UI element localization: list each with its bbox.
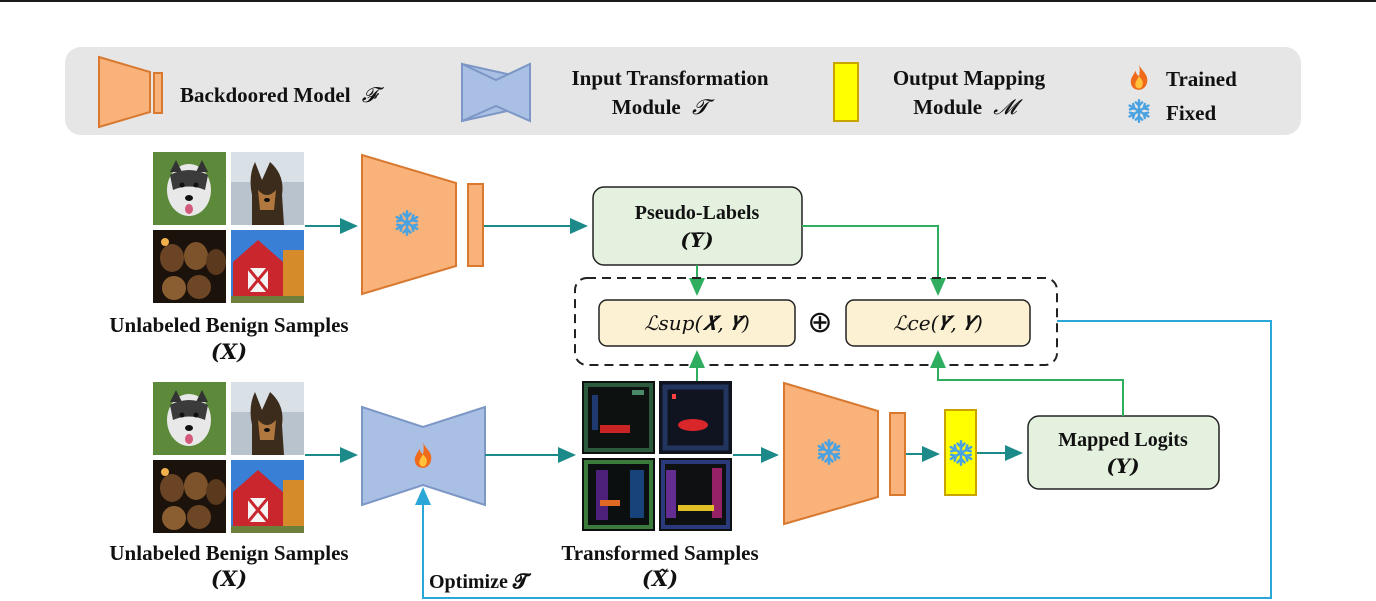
pseudo-labels-symbol: (𝒀̄) xyxy=(680,228,713,252)
output-mapping-module xyxy=(944,409,977,496)
transformed-image-3 xyxy=(582,458,655,531)
loss-group: ℒsup(𝑿̃, 𝒀̄) ⊕ ℒce(𝒀̄, 𝒀) xyxy=(574,277,1058,366)
arrow-optimize-feedback xyxy=(415,320,1272,599)
legend-fixed-label: Fixed xyxy=(1166,101,1216,125)
mapped-logits-symbol: (𝒀) xyxy=(1106,454,1139,478)
plus-operator: ⊕ xyxy=(807,305,832,340)
legend-output-mapping-line1: Output Mapping xyxy=(893,66,1046,90)
top-sample-grid xyxy=(153,152,304,303)
transformed-sample-grid xyxy=(582,381,732,531)
backdoored-model-top xyxy=(361,153,484,296)
mapped-logits-box: Mapped Logits (𝒀) xyxy=(1027,415,1220,490)
transformed-image-1 xyxy=(582,381,655,454)
arrow-pseudo-to-ce-loss xyxy=(802,225,946,296)
mapped-logits-title: Mapped Logits xyxy=(1058,429,1188,451)
ce-loss-label: ℒce(𝒀̄, 𝒀) xyxy=(893,311,983,335)
legend-backdoored-model-icon xyxy=(98,55,163,129)
legend-input-transform-line1: Input Transformation xyxy=(571,66,768,90)
sample-image-husky xyxy=(153,152,226,225)
input-transformation-module xyxy=(361,405,486,507)
pseudo-labels-box: Pseudo-Labels (𝒀̄) xyxy=(592,186,803,266)
transformed-image-2 xyxy=(659,381,732,454)
ce-loss-box xyxy=(845,299,1031,347)
arrow-logits-to-ce-loss xyxy=(930,350,1124,416)
transformed-samples-symbol: (𝑿̃) xyxy=(642,566,678,591)
transformed-samples-label: Transformed Samples xyxy=(561,541,758,565)
backdoored-model-bottom xyxy=(783,381,906,526)
sample-image-husky xyxy=(153,382,226,455)
top-samples-symbol: (𝑿) xyxy=(211,339,247,364)
top-rule xyxy=(0,0,1376,2)
bottom-sample-grid xyxy=(153,382,304,533)
svg-text:Optimize 𝓣: Optimize 𝓣 xyxy=(429,571,532,593)
legend-output-mapping-line2: Module xyxy=(913,95,982,119)
sup-loss-box xyxy=(598,299,796,347)
legend-output-mapping-icon xyxy=(833,62,859,122)
pseudo-labels-title: Pseudo-Labels xyxy=(635,202,760,224)
svg-text:Module 𝓜: Module 𝓜 xyxy=(913,95,1023,119)
sup-loss-label: ℒsup(𝑿̃, 𝒀̄) xyxy=(644,311,750,335)
sample-image-shepherd xyxy=(231,382,304,455)
bottom-samples-label: Unlabeled Benign Samples xyxy=(109,541,348,565)
sample-image-barrels xyxy=(153,460,226,533)
transformed-image-4 xyxy=(659,458,732,531)
top-samples-label: Unlabeled Benign Samples xyxy=(109,313,348,337)
legend-backdoored-model-label: Backdoored Model xyxy=(180,83,351,107)
sample-image-barn xyxy=(231,460,304,533)
legend-bar: Backdoored Model 𝓕 Input Transformation … xyxy=(65,47,1301,135)
svg-text:Module 𝓣: Module 𝓣 xyxy=(612,95,715,119)
bottom-samples-symbol: (𝑿) xyxy=(211,566,247,591)
legend-input-transform-line2: Module xyxy=(612,95,681,119)
sample-image-barn xyxy=(231,230,304,303)
legend-trained-label: Trained xyxy=(1166,67,1237,91)
sample-image-barrels xyxy=(153,230,226,303)
optimize-label: Optimize 𝓣 xyxy=(429,571,532,593)
svg-text:Backdoored Model 𝓕: Backdoored Model 𝓕 xyxy=(180,83,385,107)
sample-image-shepherd xyxy=(231,152,304,225)
